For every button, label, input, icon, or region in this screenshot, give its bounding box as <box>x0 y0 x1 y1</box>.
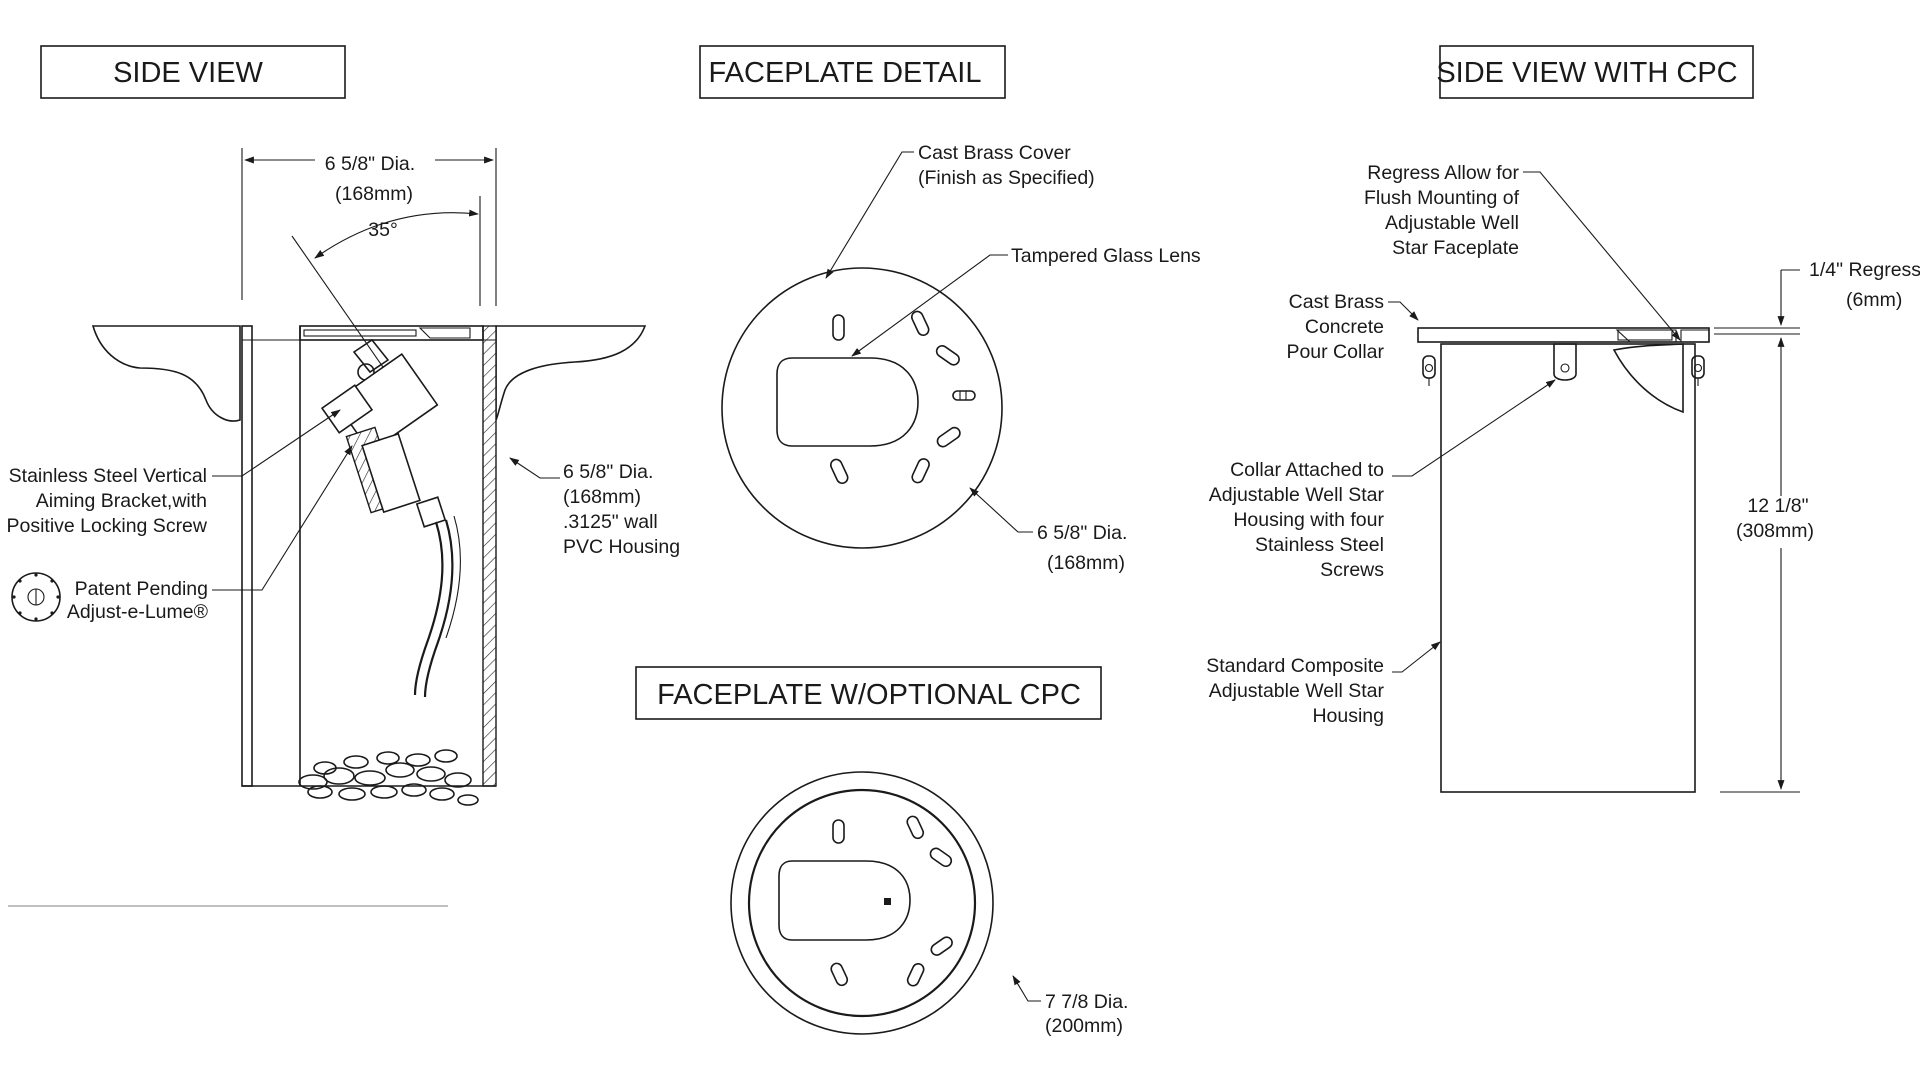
faceplate-dia-label-1: 6 5/8" Dia. <box>1037 522 1127 544</box>
svg-text:FACEPLATE W/OPTIONAL CPC: FACEPLATE W/OPTIONAL CPC <box>657 679 1081 711</box>
title-side-view-cpc: SIDE VIEW WITH CPC <box>1436 45 1754 99</box>
adjust-e-lume-dial-icon <box>11 572 61 622</box>
title-side-view: SIDE VIEW <box>40 45 346 99</box>
svg-text:6 5/8" Dia.: 6 5/8" Dia. <box>325 153 415 175</box>
faceplate-detail-drawing <box>721 151 1033 549</box>
collar-screw-center <box>1553 343 1577 381</box>
glass-lens-cpc <box>778 860 911 941</box>
cover-label-1: Cast Brass Cover <box>918 142 1071 164</box>
lens-label: Tampered Glass Lens <box>1011 245 1201 267</box>
housing-label-4: PVC Housing <box>563 536 680 558</box>
cpc-dia-label-2: (200mm) <box>1045 1015 1123 1037</box>
housing-right-wall <box>482 325 497 787</box>
concrete-left <box>91 325 241 422</box>
cpc-dia-label-1: 7 7/8 Dia. <box>1045 991 1128 1013</box>
collar-screw-right <box>1691 355 1705 386</box>
housing-label-2: (168mm) <box>563 486 641 508</box>
side-view-drawing: 6 5/8" Dia. (168mm) 35° <box>91 148 647 806</box>
svg-text:(168mm): (168mm) <box>335 183 413 205</box>
height-label-2: (308mm) <box>1736 520 1814 542</box>
title-faceplate-detail: FACEPLATE DETAIL <box>699 45 1006 99</box>
collar-label-2: Concrete <box>1305 316 1384 338</box>
light-fixture <box>320 338 461 698</box>
bracket-label-3: Positive Locking Screw <box>6 515 207 537</box>
attached-label-5: Screws <box>1320 559 1384 581</box>
collar-label-1: Cast Brass <box>1289 291 1385 313</box>
bracket-label-1: Stainless Steel Vertical <box>9 465 207 487</box>
faceplate-dia-label-2: (168mm) <box>1047 552 1125 574</box>
regress-label-2: (6mm) <box>1846 289 1902 311</box>
glass-lens <box>776 357 919 447</box>
regress-label-1: 1/4" Regress <box>1809 259 1920 281</box>
bracket-label-2: Aiming Bracket,with <box>36 490 207 512</box>
svg-text:FACEPLATE DETAIL: FACEPLATE DETAIL <box>709 57 982 89</box>
attached-label-1: Collar Attached to <box>1230 459 1384 481</box>
collar-label-3: Pour Collar <box>1286 341 1384 363</box>
composite-housing-label-3: Housing <box>1312 705 1384 727</box>
housing-label-1: 6 5/8" Dia. <box>563 461 653 483</box>
composite-housing-label-2: Adjustable Well Star <box>1209 680 1385 702</box>
cover-label-2: (Finish as Specified) <box>918 167 1095 189</box>
title-faceplate-cpc: FACEPLATE W/OPTIONAL CPC <box>635 666 1102 720</box>
attached-label-2: Adjustable Well Star <box>1209 484 1385 506</box>
svg-text:SIDE VIEW WITH CPC: SIDE VIEW WITH CPC <box>1436 57 1737 89</box>
collar-screw-left <box>1422 355 1436 386</box>
regress-allow-label-3: Adjustable Well <box>1385 212 1519 234</box>
regress-allow-label-2: Flush Mounting of <box>1364 187 1520 209</box>
composite-housing-label-1: Standard Composite <box>1206 655 1384 677</box>
regress-allow-label-1: Regress Allow for <box>1367 162 1519 184</box>
faceplate-cpc-drawing <box>730 771 1041 1035</box>
composite-housing <box>1440 343 1696 793</box>
housing-left-wall <box>241 325 253 787</box>
regress-allow-label-4: Star Faceplate <box>1392 237 1519 259</box>
patent-label-1: Patent Pending <box>75 578 208 600</box>
patent-label-2: Adjust-e-Lume® <box>67 601 209 623</box>
svg-text:SIDE VIEW: SIDE VIEW <box>113 57 263 89</box>
side-view-cpc-drawing <box>1388 171 1800 793</box>
housing-label-3: .3125" wall <box>563 511 658 533</box>
concrete-right <box>495 325 647 421</box>
attached-label-3: Housing with four <box>1233 509 1384 531</box>
height-label-1: 12 1/8" <box>1747 495 1808 517</box>
attached-label-4: Stainless Steel <box>1255 534 1384 556</box>
svg-text:35°: 35° <box>368 219 398 241</box>
river-rocks <box>298 749 479 806</box>
